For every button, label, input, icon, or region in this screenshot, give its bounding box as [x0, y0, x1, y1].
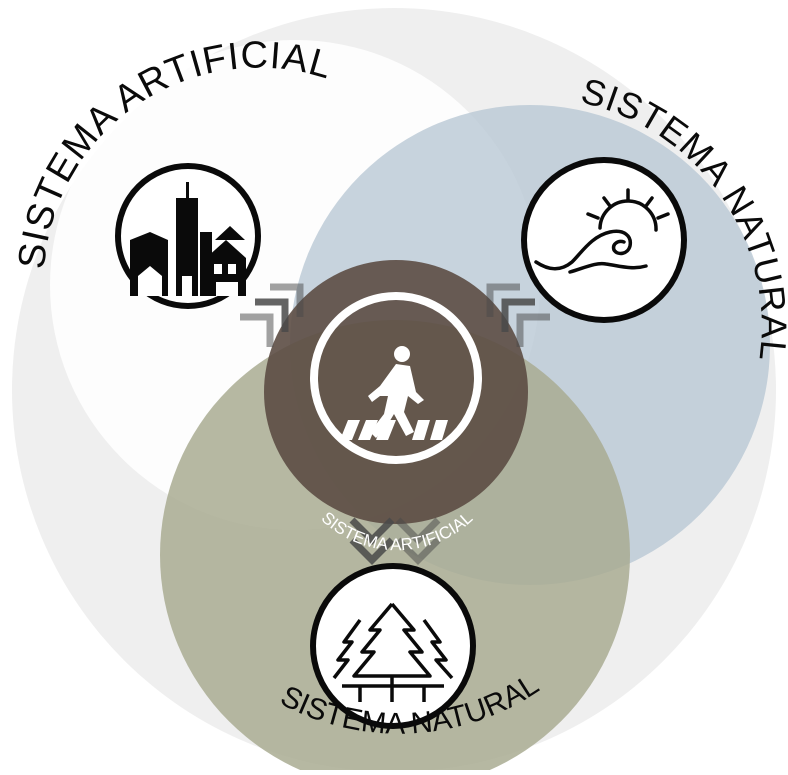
pedestrian-crossing-icon — [310, 292, 482, 464]
arrows-top-left — [240, 283, 304, 347]
arrows-top-right — [486, 283, 550, 347]
arrows-bottom — [349, 517, 441, 565]
city-buildings-icon — [115, 163, 261, 309]
wave-sun-icon — [521, 157, 687, 323]
pine-trees-icon — [310, 563, 476, 729]
